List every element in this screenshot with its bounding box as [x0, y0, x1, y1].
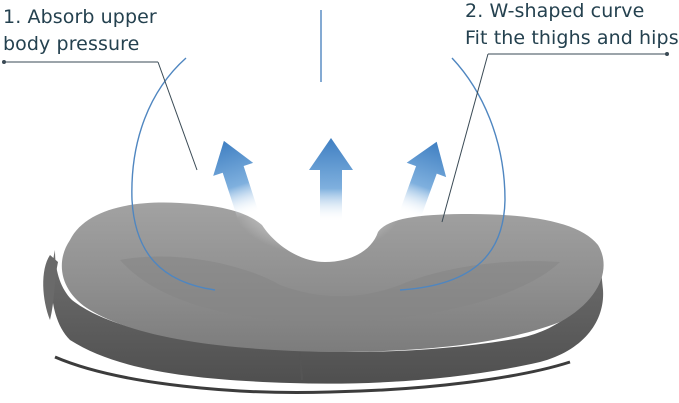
callout-right-line1: 2. W-shaped curve [465, 0, 645, 22]
right-contour-line [399, 57, 506, 291]
cushion-depression [120, 256, 560, 322]
left-leader-dot [2, 60, 6, 64]
callout-absorb-pressure: 1. Absorb upper body pressure [3, 4, 157, 58]
cushion-left-edge [43, 255, 58, 320]
callout-left-line2: body pressure [3, 33, 140, 55]
cushion-seam [54, 355, 571, 395]
cushion-side-seam [299, 351, 303, 381]
up-arrow-icon [399, 141, 447, 219]
cushion-top [61, 202, 604, 352]
up-arrow-icon [213, 140, 259, 219]
up-arrow-icon [309, 138, 353, 222]
left-leader-pointer [157, 61, 198, 171]
callout-right-line2: Fit the thighs and hips [465, 27, 679, 49]
right-leader-pointer [441, 53, 489, 223]
right-leader-dot [665, 52, 669, 56]
callout-w-shaped-curve: 2. W-shaped curve Fit the thighs and hip… [465, 0, 679, 52]
left-contour-line [131, 57, 216, 291]
callout-left-line1: 1. Absorb upper [3, 6, 157, 28]
cushion-base [51, 250, 604, 384]
